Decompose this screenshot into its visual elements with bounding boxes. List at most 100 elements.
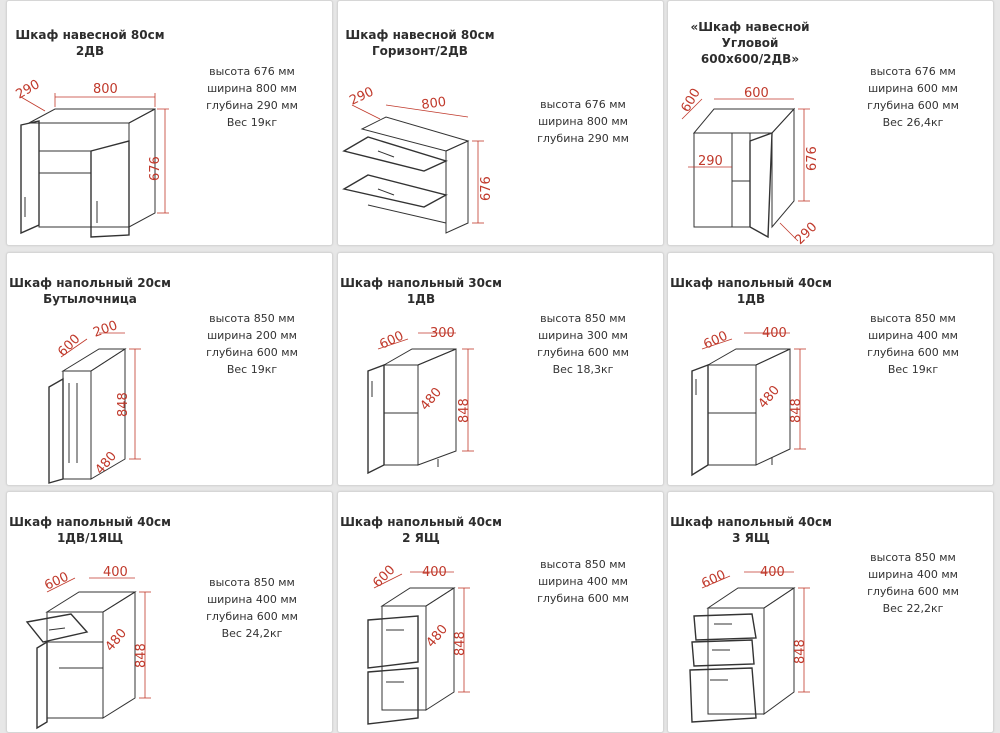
spec-width: ширина 800 мм — [538, 115, 628, 128]
spec-height: высота 676 мм — [870, 65, 956, 78]
product-title: Шкаф напольный 40см 1ДВ — [670, 276, 832, 306]
dim-height: 848 — [134, 643, 149, 668]
dim-height: 848 — [116, 392, 131, 417]
dim-inner: 290 — [698, 154, 723, 169]
dim-width: 400 — [762, 326, 787, 341]
product-specs: высота 850 мм ширина 300 мм глубина 600 … — [523, 310, 643, 378]
spec-depth: глубина 290 мм — [206, 99, 298, 112]
product-title: Шкаф напольный 20см Бутылочница — [9, 276, 171, 306]
dim-width: 800 — [93, 82, 118, 97]
spec-depth: глубина 600 мм — [537, 592, 629, 605]
dim-height: 848 — [793, 639, 808, 664]
spec-weight: Вес 26,4кг — [882, 116, 944, 129]
dim-height: 676 — [805, 146, 820, 171]
product-specs: высота 676 мм ширина 600 мм глубина 600 … — [853, 63, 973, 131]
product-card-floor-40-1dv-1ysch[interactable]: Шкаф напольный 40см 1ДВ/1ЯЩ высота 850 м… — [6, 491, 333, 733]
cabinet-drawing: 600 300 848 480 — [367, 326, 474, 475]
dim-depth: 600 — [377, 329, 406, 353]
dim-depth: 600 — [699, 568, 728, 592]
product-specs: высота 850 мм ширина 200 мм глубина 600 … — [192, 310, 312, 378]
product-title: Шкаф напольный 40см 1ДВ/1ЯЩ — [9, 515, 171, 545]
product-card-floor-30-1dv[interactable]: Шкаф напольный 30см 1ДВ высота 850 мм ши… — [337, 252, 664, 486]
dim-height: 676 — [148, 156, 163, 181]
spec-weight: Вес 19кг — [226, 363, 278, 376]
spec-height: высота 850 мм — [870, 551, 956, 564]
product-specs: высота 850 мм ширина 400 мм глубина 600 … — [853, 310, 973, 378]
spec-depth: глубина 600 мм — [867, 585, 959, 598]
dim-height: 848 — [789, 398, 804, 423]
spec-depth: глубина 600 мм — [206, 346, 298, 359]
dim-width: 300 — [430, 326, 455, 341]
spec-width: ширина 400 мм — [868, 568, 958, 581]
product-card-floor-20-bottle[interactable]: Шкаф напольный 20см Бутылочница высота 8… — [6, 252, 333, 486]
spec-width: ширина 400 мм — [538, 575, 628, 588]
cabinet-drawing: 600 600 676 290 290 — [678, 86, 820, 245]
spec-depth: глубина 600 мм — [867, 99, 959, 112]
product-title: Шкаф напольный 30см 1ДВ — [340, 276, 502, 306]
product-title: Шкаф напольный 40см 2 ЯЩ — [340, 515, 502, 545]
spec-depth: глубина 290 мм — [537, 132, 629, 145]
product-title: Шкаф навесной 80см Горизонт/2ДВ — [345, 28, 495, 58]
spec-depth: глубина 600 мм — [537, 346, 629, 359]
spec-weight: Вес 18,3кг — [552, 363, 614, 376]
dim-depth: 600 — [55, 332, 83, 360]
spec-height: высота 850 мм — [209, 576, 295, 589]
spec-height: высота 850 мм — [870, 312, 956, 325]
dim-depth: 600 — [42, 570, 71, 594]
product-title: Шкаф навесной 80см 2ДВ — [15, 28, 165, 58]
dim-depth: 290 — [14, 77, 43, 102]
dim-depth: 600 — [701, 329, 730, 353]
spec-height: высота 676 мм — [209, 65, 295, 78]
spec-weight: Вес 22,2кг — [882, 602, 944, 615]
spec-height: высота 850 мм — [540, 312, 626, 325]
product-specs: высота 676 мм ширина 800 мм глубина 290 … — [523, 96, 643, 147]
spec-weight: Вес 24,2кг — [221, 627, 283, 640]
spec-width: ширина 600 мм — [868, 82, 958, 95]
dim-height: 848 — [457, 398, 472, 423]
cabinet-drawing: 290 800 676 — [342, 85, 494, 234]
dim-height: 848 — [453, 631, 468, 656]
cabinet-drawing: 600 400 848 480 — [691, 326, 806, 477]
dim-inner: 480 — [756, 383, 783, 412]
dim-depth: 600 — [370, 563, 398, 591]
spec-height: высота 850 мм — [540, 558, 626, 571]
dim-width: 400 — [422, 565, 447, 580]
spec-width: ширина 200 мм — [207, 329, 297, 342]
spec-depth: глубина 600 мм — [206, 610, 298, 623]
dim-width: 400 — [760, 565, 785, 580]
spec-width: ширина 400 мм — [207, 593, 297, 606]
spec-weight: Вес 19кг — [226, 116, 278, 129]
product-title: Шкаф напольный 40см 3 ЯЩ — [670, 515, 832, 545]
dim-width: 200 — [91, 318, 119, 341]
product-card-floor-40-3ysch[interactable]: Шкаф напольный 40см 3 ЯЩ высота 850 мм ш… — [667, 491, 994, 733]
product-card-wall-80-2dv[interactable]: Шкаф навесной 80см 2ДВ высота 676 мм шир… — [6, 0, 333, 246]
product-card-floor-40-2ysch[interactable]: Шкаф напольный 40см 2 ЯЩ высота 850 мм ш… — [337, 491, 664, 733]
spec-width: ширина 800 мм — [207, 82, 297, 95]
spec-height: высота 676 мм — [540, 98, 626, 111]
dim-width: 400 — [103, 565, 128, 580]
dim-depth: 290 — [347, 85, 376, 109]
dim-inner: 480 — [93, 449, 120, 478]
dim-inner: 480 — [103, 626, 130, 655]
spec-width: ширина 400 мм — [868, 329, 958, 342]
dim-inner: 480 — [424, 622, 451, 651]
product-card-wall-80-gorizont[interactable]: Шкаф навесной 80см Горизонт/2ДВ высота 6… — [337, 0, 664, 246]
spec-height: высота 850 мм — [209, 312, 295, 325]
dim-width: 600 — [744, 86, 769, 101]
cabinet-drawing: 600 400 848 480 — [367, 563, 470, 725]
cabinet-drawing: 600 400 848 — [689, 565, 810, 723]
product-card-wall-corner[interactable]: «Шкаф навесной Угловой 600х600/2ДВ» высо… — [667, 0, 994, 246]
cabinet-drawing: 600 400 848 480 — [25, 565, 151, 730]
dim-width: 800 — [420, 95, 447, 113]
product-specs: высота 850 мм ширина 400 мм глубина 600 … — [192, 574, 312, 642]
product-card-floor-40-1dv[interactable]: Шкаф напольный 40см 1ДВ высота 850 мм ши… — [667, 252, 994, 486]
product-specs: высота 676 мм ширина 800 мм глубина 290 … — [192, 63, 312, 131]
spec-weight: Вес 19кг — [887, 363, 939, 376]
cabinet-drawing: 600 200 848 480 — [48, 318, 141, 484]
product-specs: высота 850 мм ширина 400 мм глубина 600 … — [523, 556, 643, 607]
spec-width: ширина 300 мм — [538, 329, 628, 342]
dim-height: 676 — [479, 176, 494, 201]
cabinet-drawing: 290 800 676 — [14, 77, 169, 238]
dim-inner: 480 — [418, 385, 445, 414]
product-specs: высота 850 мм ширина 400 мм глубина 600 … — [853, 549, 973, 617]
